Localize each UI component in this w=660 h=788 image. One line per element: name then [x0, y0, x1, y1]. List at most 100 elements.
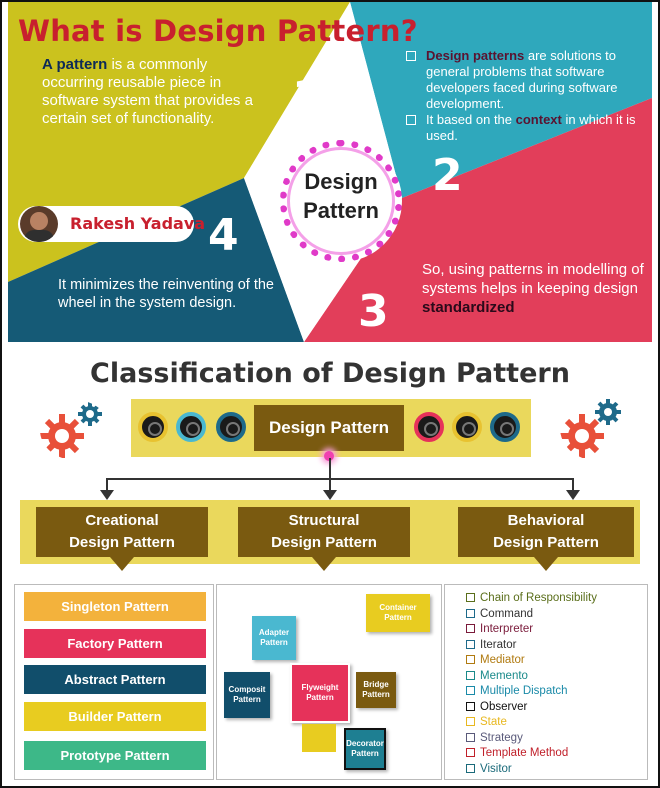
pattern-lead: A pattern [42, 56, 108, 73]
creational-item: Prototype Pattern [24, 741, 206, 770]
category-structural: Structural Design Pattern [238, 507, 410, 571]
author-name: Rakesh Yadava [70, 214, 206, 233]
behavioral-label: State [480, 716, 507, 728]
bullet-1-lead: Design patterns [426, 48, 525, 63]
checkbox-icon [466, 702, 475, 711]
root-node: Design Pattern [254, 405, 404, 451]
quadrant-2-bullet-2: It based on the context in which it is u… [402, 112, 642, 144]
checkbox-icon [466, 640, 475, 649]
creational-item: Builder Pattern [24, 702, 206, 731]
category-behavioral-line2: Design Pattern [493, 534, 599, 551]
bullet-2-text: in which it is used. [426, 112, 636, 143]
quadrant-4-text: It minimizes the reinventing of the whee… [58, 277, 274, 311]
category-creational-line1: Creational [85, 512, 159, 529]
behavioral-label: Multiple Dispatch [480, 685, 568, 697]
behavioral-item: State [466, 715, 507, 730]
behavioral-item: Iterator [466, 638, 516, 653]
checkbox-icon [466, 764, 475, 773]
behavioral-label: Mediator [480, 654, 525, 666]
quadrant-2-text: Design patterns are solutions to general… [402, 48, 642, 144]
behavioral-item: Strategy [466, 731, 523, 746]
structural-item: Adapter Pattern [252, 616, 296, 660]
quadrant-3-shape [304, 98, 652, 342]
arrow-icon [323, 490, 337, 500]
structural-item: Container Pattern [366, 594, 430, 632]
behavioral-label: Command [480, 608, 534, 620]
category-creational: Creational Design Pattern [36, 507, 208, 571]
glow-dot [324, 451, 334, 461]
behavioral-item: Multiple Dispatch [466, 684, 568, 699]
behavioral-item: Visitor [466, 762, 512, 777]
checkbox-icon [466, 671, 475, 680]
center-label-line2: Pattern [303, 198, 379, 223]
behavioral-label: Iterator [480, 639, 517, 651]
creational-item: Singleton Pattern [24, 592, 206, 621]
behavioral-item: Observer [466, 700, 527, 715]
wheel-icon [138, 412, 168, 442]
checkbox-icon [466, 655, 475, 664]
quadrant-1-text: A pattern is a commonly occurring reusab… [42, 56, 264, 128]
behavioral-item: Mediator [466, 653, 525, 668]
avatar [20, 206, 58, 242]
behavioral-column [444, 584, 648, 780]
behavioral-label: Interpreter [480, 623, 534, 635]
structural-item: Composit Pattern [224, 672, 270, 718]
gears-right-icon [560, 399, 621, 458]
connector-line [106, 478, 574, 480]
wheel-icon [490, 412, 520, 442]
behavioral-label: Visitor [480, 763, 512, 775]
quadrant-3-lead: standardized [422, 299, 515, 316]
bullet-1-text: are solutions to general problems that s… [426, 48, 618, 111]
quadrant-2-bullet-1: Design patterns are solutions to general… [402, 48, 642, 112]
quadrant-2-shape [350, 2, 652, 198]
center-label: Design Pattern [280, 167, 402, 225]
category-creational-line2: Design Pattern [69, 534, 175, 551]
connector-line [106, 478, 108, 494]
connector-line [329, 478, 331, 494]
arrow-icon [100, 490, 114, 500]
checkbox-icon [466, 717, 475, 726]
behavioral-item: Command [466, 607, 533, 622]
category-behavioral: Behavioral Design Pattern [458, 507, 634, 571]
wheel-icon [414, 412, 444, 442]
behavioral-label: Observer [480, 701, 528, 713]
category-structural-line1: Structural [288, 512, 360, 529]
arrow-icon [566, 490, 580, 500]
gears-left-icon [40, 402, 102, 458]
quadrant-3-body: So, using patterns in modelling of syste… [422, 261, 644, 297]
pattern-definition: is a commonly occurring reusable piece i… [42, 56, 253, 127]
behavioral-item: Memento [466, 669, 528, 684]
behavioral-label: Memento [480, 670, 528, 682]
behavioral-label: Chain of Responsibility [480, 592, 597, 604]
checkbox-icon [466, 593, 475, 602]
checkbox-icon [466, 609, 475, 618]
wheel-icon [452, 412, 482, 442]
category-behavioral-line1: Behavioral [507, 512, 585, 529]
quadrant-4-number: 4 [208, 210, 239, 261]
bullet-2-lead: context [515, 112, 562, 127]
behavioral-item: Interpreter [466, 622, 533, 637]
checkbox-icon [466, 686, 475, 695]
quadrant-4-shape [8, 178, 304, 342]
behavioral-label: Template Method [480, 747, 569, 759]
connector-line [329, 458, 331, 480]
creational-item: Abstract Pattern [24, 665, 206, 694]
structural-filler-block [302, 724, 336, 752]
checkbox-icon [466, 733, 475, 742]
wheel-icon [176, 412, 206, 442]
definition-panel: What is Design Pattern? A pattern is a c… [8, 2, 652, 342]
classification-title: Classification of Design Pattern [90, 358, 570, 389]
center-label-line1: Design [304, 169, 378, 194]
quadrant-2-number: 2 [432, 150, 463, 201]
structural-item: Bridge Pattern [356, 672, 396, 708]
bullet-2-pre: It based on the [426, 112, 516, 127]
structural-item: Decorator Pattern [344, 728, 386, 770]
behavioral-item: Chain of Responsibility [466, 591, 597, 606]
checkbox-icon [466, 748, 475, 757]
creational-item: Factory Pattern [24, 629, 206, 658]
structural-item: Flyweight Pattern [290, 663, 350, 723]
quadrant-1-number: 1 [292, 72, 323, 123]
behavioral-item: Template Method [466, 746, 568, 761]
category-structural-line2: Design Pattern [271, 534, 377, 551]
